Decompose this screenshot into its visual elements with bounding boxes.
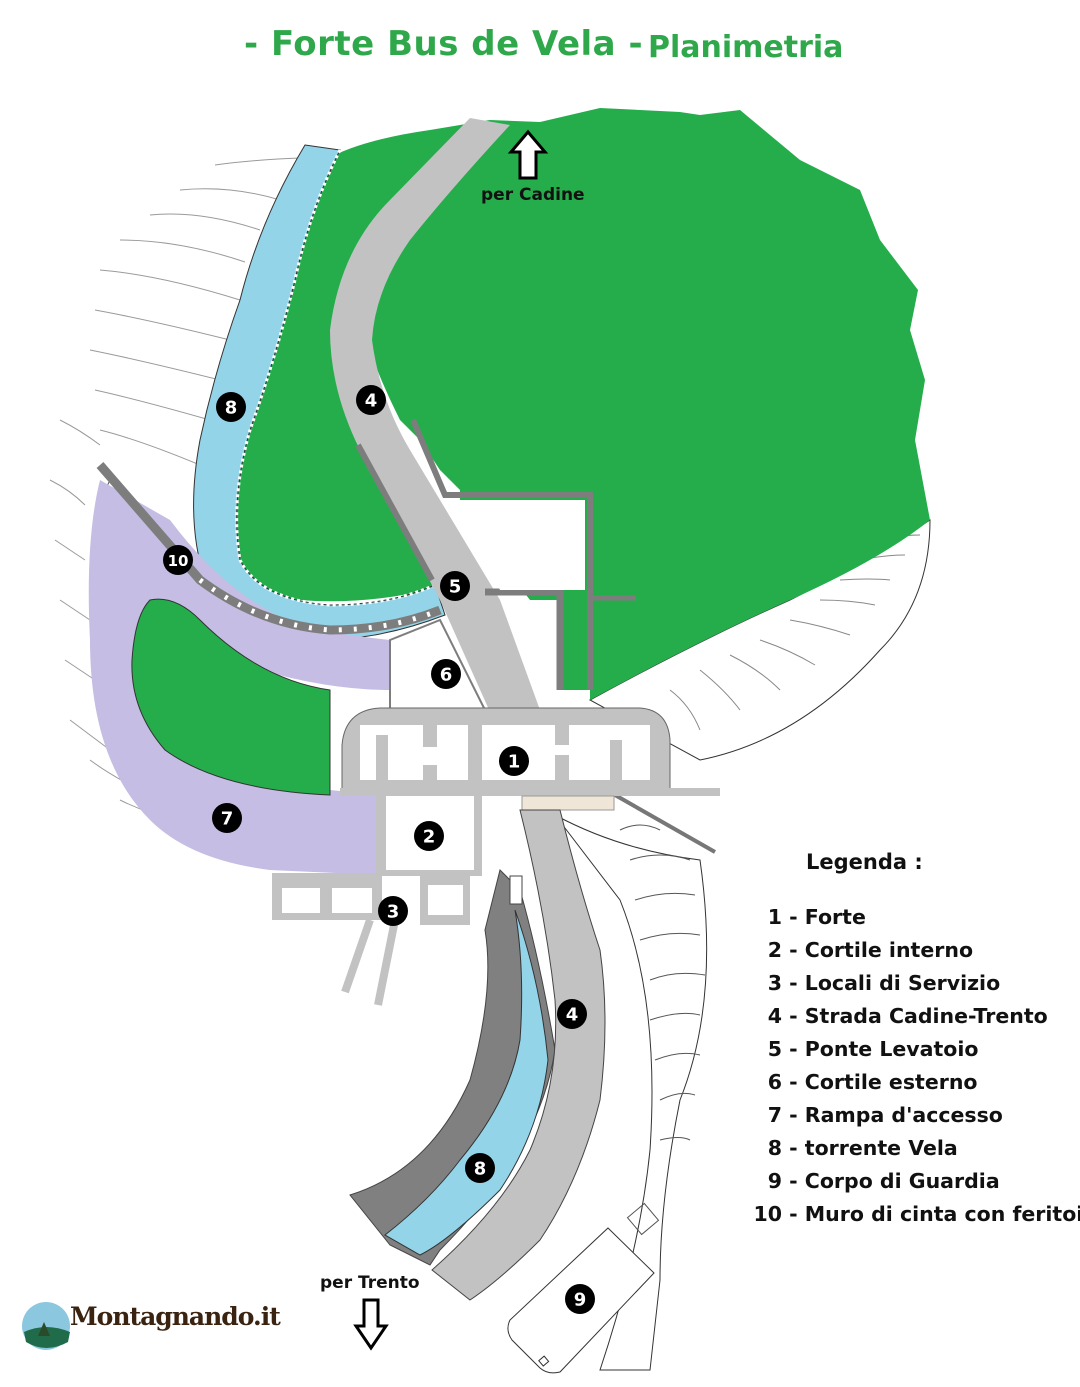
legend-text: - Strada Cadine-Trento bbox=[789, 1004, 1048, 1028]
marker-circle bbox=[216, 392, 246, 422]
marker-1: 1 bbox=[499, 746, 529, 776]
legend-text: - Forte bbox=[789, 905, 866, 929]
legend-item: 3 - Locali di Servizio bbox=[736, 971, 1000, 995]
legend-num: 8 bbox=[767, 1136, 782, 1160]
legend-num: 6 bbox=[767, 1070, 782, 1094]
marker-label: 5 bbox=[449, 577, 462, 598]
marker-circle bbox=[440, 571, 470, 601]
guardhouse-detail bbox=[538, 1355, 550, 1367]
legend-item: 9 - Corpo di Guardia bbox=[736, 1169, 1000, 1193]
marker-10: 10 bbox=[163, 545, 193, 575]
marker-label: 8 bbox=[474, 1159, 487, 1180]
marker-circle bbox=[378, 896, 408, 926]
marker-6: 6 bbox=[431, 659, 461, 689]
service-room-interiors bbox=[282, 885, 463, 915]
logo-text: Montagnando.it bbox=[70, 1302, 281, 1331]
road-wall-left bbox=[355, 443, 435, 582]
legend-text: - Cortile interno bbox=[789, 938, 974, 962]
legend-num: 1 bbox=[767, 905, 782, 929]
marker-label: 8 bbox=[225, 398, 238, 419]
river-lower bbox=[384, 909, 549, 1256]
slope-hatching-lower-right bbox=[619, 824, 706, 1141]
road-upper bbox=[330, 118, 540, 712]
marker-label: 3 bbox=[387, 902, 400, 923]
logo[interactable]: Montagnando.it bbox=[18, 1296, 281, 1356]
legend-text: - torrente Vela bbox=[789, 1136, 958, 1160]
legend-num: 7 bbox=[767, 1103, 782, 1127]
marker-9: 9 bbox=[565, 1284, 595, 1314]
page-subtitle: Planimetria bbox=[648, 30, 844, 65]
direction-label-north: per Cadine bbox=[481, 185, 585, 205]
legend-text: - Corpo di Guardia bbox=[789, 1169, 1000, 1193]
legend-text: - Locali di Servizio bbox=[789, 971, 1001, 995]
marker-label: 6 bbox=[440, 665, 453, 686]
legend-num: 10 bbox=[753, 1202, 782, 1226]
access-ramp bbox=[88, 480, 390, 875]
marker-label: 4 bbox=[566, 1005, 579, 1026]
legend-text: - Ponte Levatoio bbox=[789, 1037, 979, 1061]
legend-item: 4 - Strada Cadine-Trento bbox=[736, 1004, 1048, 1028]
marker-circle bbox=[565, 1284, 595, 1314]
legend-item: 5 - Ponte Levatoio bbox=[736, 1037, 979, 1061]
marker-8a: 8 bbox=[216, 392, 246, 422]
marker-label: 4 bbox=[365, 391, 378, 412]
fort-piers bbox=[376, 725, 622, 780]
legend-item: 2 - Cortile interno bbox=[736, 938, 973, 962]
marker-7: 7 bbox=[212, 803, 242, 833]
direction-label-south: per Trento bbox=[320, 1273, 420, 1293]
road-building bbox=[509, 875, 523, 905]
service-ramps bbox=[341, 918, 399, 1006]
marker-3: 3 bbox=[378, 896, 408, 926]
legend-text: - Rampa d'accesso bbox=[789, 1103, 1003, 1127]
marker-8b: 8 bbox=[465, 1153, 495, 1183]
legend-item: 6 - Cortile esterno bbox=[736, 1070, 978, 1094]
legend-num: 2 bbox=[767, 938, 782, 962]
legend-item: 1 - Forte bbox=[736, 905, 866, 929]
marker-label: 1 bbox=[508, 752, 521, 773]
vegetation-main bbox=[300, 108, 930, 700]
legend-item: 8 - torrente Vela bbox=[736, 1136, 958, 1160]
legend-text: - Muro di cinta con feritoie bbox=[789, 1202, 1080, 1226]
logo-emblem-icon bbox=[22, 1302, 70, 1350]
marker-4b: 4 bbox=[557, 999, 587, 1029]
wall-diagonal-right bbox=[614, 793, 716, 854]
page-title: - Forte Bus de Vela - bbox=[244, 24, 644, 64]
marker-circle bbox=[431, 659, 461, 689]
road-lower bbox=[431, 809, 606, 1301]
marker-label: 2 bbox=[423, 827, 436, 848]
fort-base-wall bbox=[340, 788, 720, 796]
legend-title: Legenda : bbox=[806, 850, 923, 874]
river-bank-edge bbox=[235, 149, 436, 607]
vegetation-island bbox=[131, 598, 331, 796]
marker-circle bbox=[499, 746, 529, 776]
arrow-down-icon bbox=[353, 1298, 389, 1351]
outer-court-wall bbox=[485, 588, 564, 690]
marker-circle bbox=[465, 1153, 495, 1183]
marker-label: 9 bbox=[574, 1290, 587, 1311]
marker-circle bbox=[212, 803, 242, 833]
legend-num: 9 bbox=[767, 1169, 782, 1193]
slope-right-lower bbox=[554, 814, 708, 1371]
legend-num: 5 bbox=[767, 1037, 782, 1061]
marker-circle bbox=[163, 545, 193, 575]
road-wall-right bbox=[410, 418, 593, 690]
marker-5: 5 bbox=[440, 571, 470, 601]
marker-circle bbox=[356, 385, 386, 415]
legend-text: - Cortile esterno bbox=[789, 1070, 978, 1094]
legend-num: 3 bbox=[767, 971, 782, 995]
marker-4a: 4 bbox=[356, 385, 386, 415]
marker-circle bbox=[414, 821, 444, 851]
legend-item: 7 - Rampa d'accesso bbox=[736, 1103, 1003, 1127]
legend-item: 10 - Muro di cinta con feritoie bbox=[736, 1202, 1080, 1226]
guardhouse-annex bbox=[626, 1202, 660, 1236]
markers-layer: 1 2 3 4 4 5 6 7 8 8 9 10 bbox=[163, 385, 595, 1314]
inner-ground-white bbox=[455, 500, 585, 590]
arrow-up-icon bbox=[507, 129, 549, 180]
marker-label: 7 bbox=[221, 809, 234, 830]
bridge-steps bbox=[521, 795, 615, 811]
legend-num: 4 bbox=[767, 1004, 782, 1028]
marker-label: 10 bbox=[168, 552, 189, 570]
marker-2: 2 bbox=[414, 821, 444, 851]
marker-circle bbox=[557, 999, 587, 1029]
